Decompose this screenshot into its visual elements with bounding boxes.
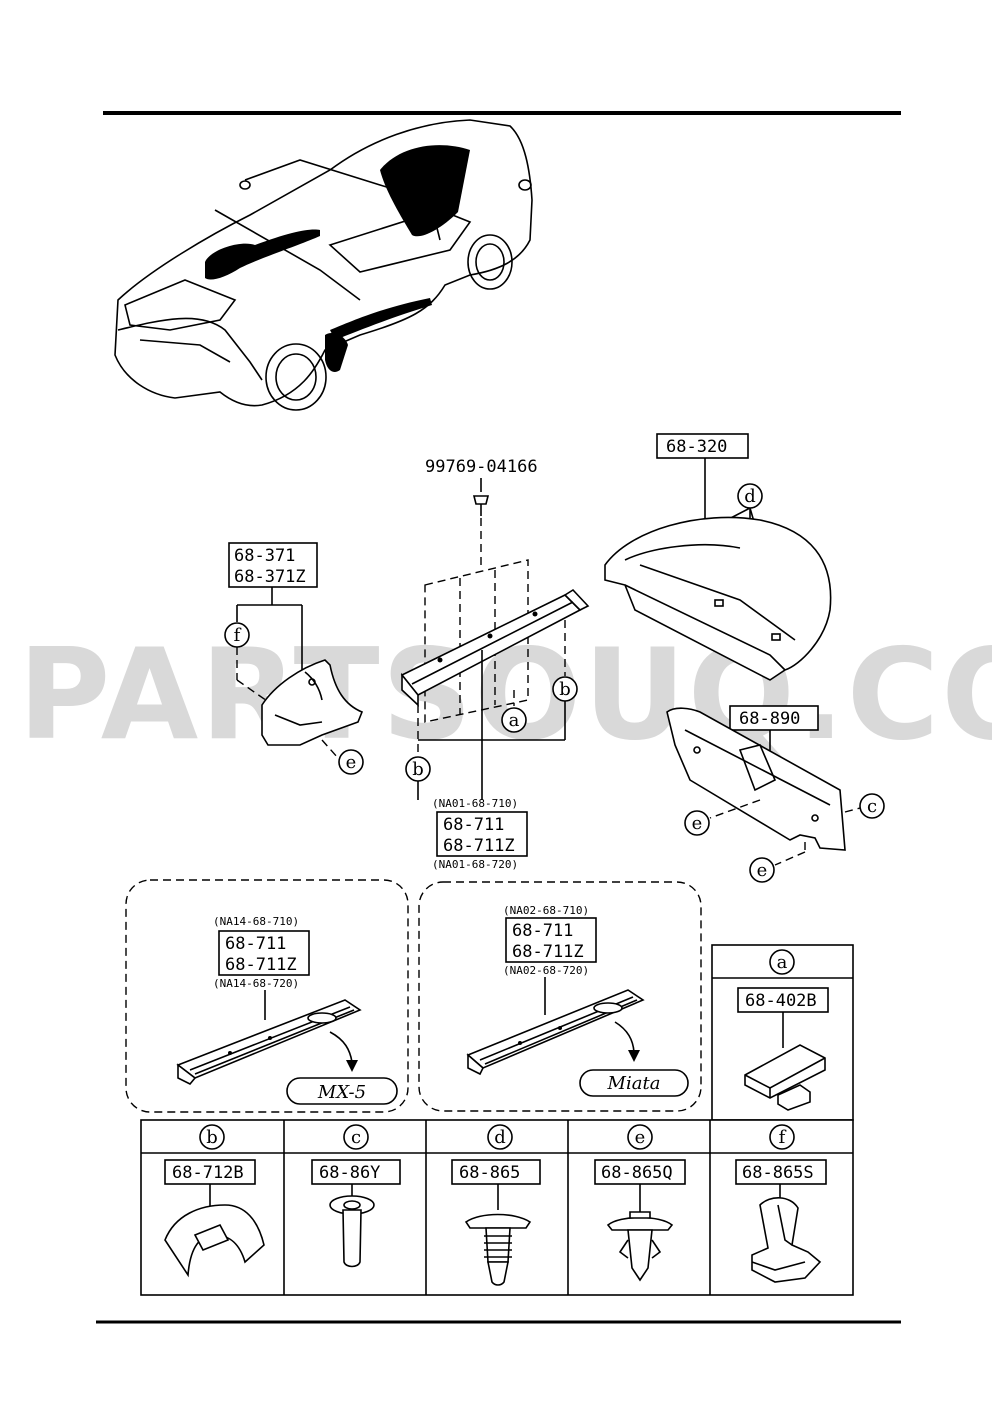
mx5-emblem-text: MX-5 xyxy=(317,1082,366,1103)
trunk-carpet-part: 68-320 xyxy=(666,437,727,457)
bolt-part-number: 99769-04166 xyxy=(425,457,538,477)
svg-text:f: f xyxy=(234,625,242,646)
callout-e-trim: e xyxy=(338,749,364,775)
miata-emblem-text: Miata xyxy=(607,1073,661,1094)
variant-miata-part-1: 68-711 xyxy=(512,921,573,941)
svg-text:b: b xyxy=(412,759,424,780)
trunk-panel-part-box xyxy=(729,705,819,731)
variant-mx5-part-2: 68-711Z xyxy=(225,955,297,975)
fastener-cell-b: b 68-712B xyxy=(164,1124,265,1278)
callout-b-sill-right: b xyxy=(552,676,578,702)
callout-a-sill: a xyxy=(501,707,527,733)
callout-b-sill-left: b xyxy=(405,756,431,782)
callout-d-carpet: d xyxy=(737,483,763,509)
fastener-b-part: 68-712B xyxy=(172,1163,244,1183)
push-clip-e-icon xyxy=(606,1211,674,1282)
car-illustration xyxy=(114,119,533,411)
callout-f-trim: f xyxy=(224,622,250,648)
svg-text:e: e xyxy=(692,813,703,834)
sill-bottom-note: (NA01-68-720) xyxy=(432,858,518,871)
clip-f-icon xyxy=(751,1197,822,1283)
fastener-d-part: 68-865 xyxy=(459,1163,520,1183)
trunk-panel xyxy=(666,707,846,851)
sill-plate-miata xyxy=(466,989,645,1076)
variant-mx5-part-1: 68-711 xyxy=(225,934,286,954)
svg-text:e: e xyxy=(346,752,357,773)
fastener-e-part: 68-865Q xyxy=(601,1163,673,1183)
mx5-emblem xyxy=(286,1077,398,1105)
cover-b-icon xyxy=(164,1204,265,1278)
trunk-carpet-part-box xyxy=(656,433,749,459)
sill-top-note: (NA01-68-710) xyxy=(432,797,518,810)
svg-text:e: e xyxy=(757,860,768,881)
fastener-c-key: c xyxy=(351,1127,361,1148)
sill-plate-mx5 xyxy=(176,999,362,1085)
sill-part-box xyxy=(436,811,528,857)
miata-emblem xyxy=(579,1069,689,1097)
bolt-icon xyxy=(472,495,490,516)
svg-text:c: c xyxy=(867,796,877,817)
variant-mx5-top-note: (NA14-68-710) xyxy=(213,915,299,928)
fastener-cell-f: f 68-865S xyxy=(735,1124,827,1283)
quarter-trim-left xyxy=(261,659,364,746)
fastener-d-key: d xyxy=(494,1127,506,1148)
fastener-b-key: b xyxy=(206,1127,218,1148)
variant-miata-top-note: (NA02-68-710) xyxy=(503,904,589,917)
variant-mx5-part-box xyxy=(218,930,310,976)
trim-left-part-box xyxy=(228,542,318,588)
callout-e-panel-bottom: e xyxy=(749,857,775,883)
fastener-c-part: 68-86Y xyxy=(319,1163,380,1183)
variant-miata-frame xyxy=(418,881,702,1112)
svg-text:d: d xyxy=(744,486,756,507)
sill-part-1: 68-711 xyxy=(443,815,504,835)
svg-text:a: a xyxy=(509,710,520,731)
trim-left-part-1: 68-371 xyxy=(234,546,295,566)
fastener-f-part: 68-865S xyxy=(742,1163,814,1183)
sill-part-2: 68-711Z xyxy=(443,836,515,856)
fastener-cell-d: d 68-865 xyxy=(451,1124,541,1286)
fastener-e-key: e xyxy=(635,1127,646,1148)
clip-a-icon xyxy=(744,1044,826,1111)
pin-c-icon xyxy=(329,1195,375,1268)
svg-text:b: b xyxy=(559,679,571,700)
variant-miata-part-box xyxy=(505,917,597,963)
variant-miata-bottom-note: (NA02-68-720) xyxy=(503,964,589,977)
trim-left-part-2: 68-371Z xyxy=(234,567,306,587)
variant-miata-part-2: 68-711Z xyxy=(512,942,584,962)
trunk-panel-part: 68-890 xyxy=(739,709,800,729)
fastener-f-key: f xyxy=(779,1127,787,1148)
fastener-cell-a: a 68-402B xyxy=(711,944,854,1121)
callout-c-panel: c xyxy=(859,793,885,819)
variant-mx5-bottom-note: (NA14-68-720) xyxy=(213,977,299,990)
fastener-a-key: a xyxy=(777,952,788,973)
fastener-cell-c: c 68-86Y xyxy=(311,1124,401,1268)
push-clip-d-icon xyxy=(464,1213,532,1286)
trunk-carpet xyxy=(604,516,832,681)
callout-e-panel-left: e xyxy=(684,810,710,836)
fastener-cell-e: e 68-865Q xyxy=(594,1124,686,1282)
variant-mx5-frame xyxy=(125,879,409,1113)
fastener-a-part: 68-402B xyxy=(745,991,817,1011)
